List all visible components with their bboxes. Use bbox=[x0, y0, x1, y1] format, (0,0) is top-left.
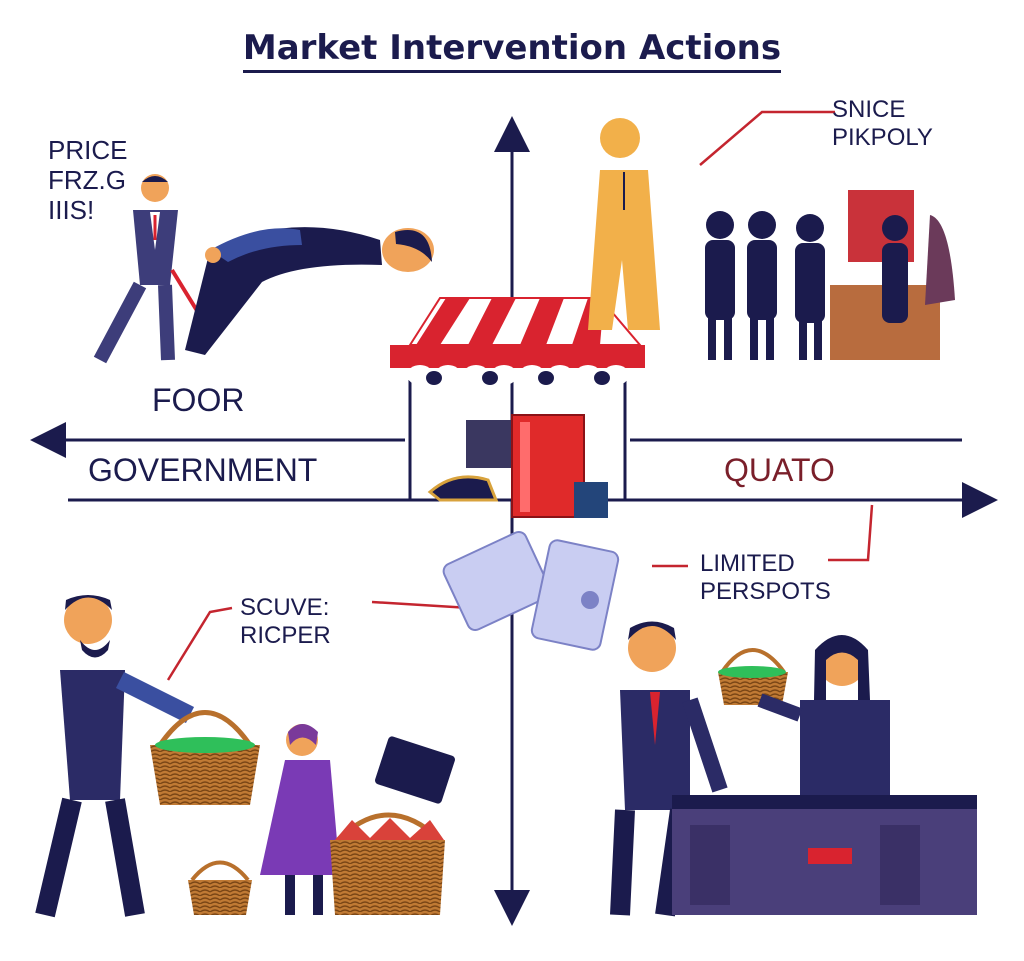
title-text: Market Intervention Actions bbox=[242, 28, 782, 73]
diagram-title: Market Intervention Actions bbox=[0, 28, 1024, 73]
quota-label: QUATO bbox=[724, 452, 835, 488]
market-stall-illustration bbox=[390, 297, 645, 518]
bottom-right-figures bbox=[610, 621, 977, 917]
subsidy-label: SCUVE: RICPER bbox=[240, 594, 331, 649]
callout-line-top-right bbox=[699, 110, 835, 166]
top-right-label: SNICE PIKPOLY bbox=[832, 96, 933, 151]
ticket-illustration bbox=[442, 530, 620, 651]
callout-line-quota bbox=[828, 504, 874, 562]
callout-line-subsidy-right bbox=[371, 600, 471, 610]
price-label: PRICE FRZ.G IIIS! bbox=[48, 135, 128, 225]
top-left-figures bbox=[93, 174, 434, 364]
government-label: GOVERNMENT bbox=[88, 452, 318, 488]
bottom-left-figures bbox=[35, 595, 455, 918]
top-right-figures bbox=[588, 118, 955, 360]
floor-label: FOOR bbox=[152, 382, 245, 418]
callout-line-subsidy-left bbox=[166, 606, 233, 681]
limited-label: LIMITED PERSPOTS bbox=[700, 550, 831, 605]
